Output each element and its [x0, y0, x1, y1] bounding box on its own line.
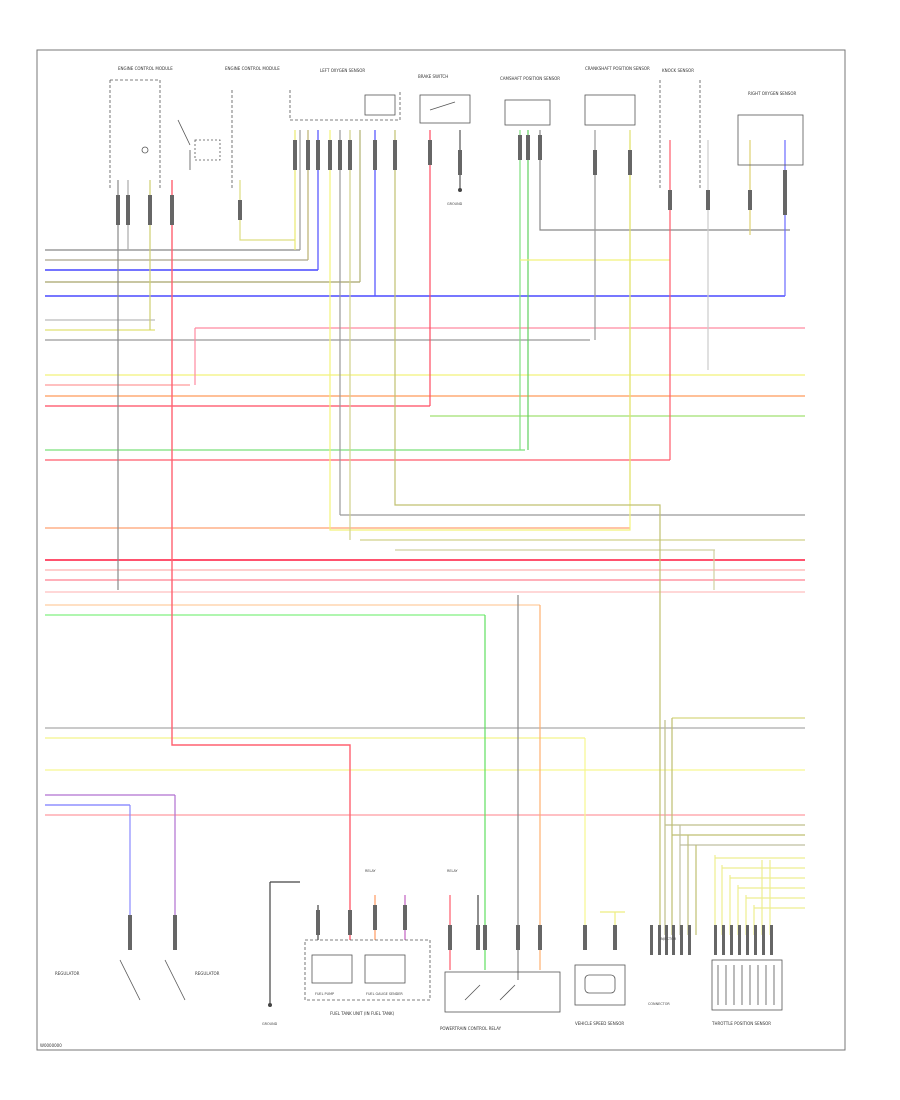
- diagram-frame: [36, 49, 846, 1051]
- label-reg-left: REGULATOR: [55, 971, 80, 976]
- component-cam-sensor: [504, 99, 551, 126]
- label-throttle: THROTTLE POSITION SENSOR: [711, 1021, 771, 1026]
- label-ecm-left: ENGINE CONTROL MODULE: [118, 66, 173, 71]
- component-knock-sensor: [659, 80, 701, 190]
- component-reg-left: [119, 959, 186, 1001]
- label-cam-sensor: CAMSHAFT POSITION SENSOR: [500, 76, 560, 81]
- label-connector: CONNECTOR: [648, 1002, 670, 1006]
- label-knock-sensor: KNOCK SENSOR: [662, 68, 694, 73]
- label-fuel-pump: FUEL PUMP: [315, 992, 334, 996]
- label-fuel-gauge: FUEL GAUGE SENDER: [366, 992, 403, 996]
- label-brake-switch: BRAKE SWITCH: [418, 74, 448, 79]
- label-ecm-right: ENGINE CONTROL MODULE: [225, 66, 280, 71]
- wire-layer: [45, 130, 805, 1005]
- component-speed-sensor: [574, 964, 626, 1006]
- label-right-sensor: RIGHT OXYGEN SENSOR: [748, 91, 796, 96]
- ground-left-icon: [268, 1003, 272, 1007]
- component-throttle: [711, 959, 783, 1011]
- label-relay-top: RELAY: [365, 869, 377, 873]
- label-ground-left: GROUND: [262, 1022, 278, 1026]
- component-crank-sensor: [584, 94, 636, 126]
- ground-top-icon: [458, 188, 462, 192]
- label-fuel-tank-unit: FUEL TANK UNIT (IN FUEL TANK): [330, 1011, 395, 1016]
- label-crank-sensor: CRANKSHAFT POSITION SENSOR: [585, 66, 650, 71]
- footer-code: W0000000: [40, 1043, 62, 1048]
- label-ground-top: GROUND: [447, 202, 463, 206]
- component-ecm-left: [109, 79, 233, 190]
- label-power-relay: POWERTRAIN CONTROL RELAY: [440, 1026, 502, 1031]
- component-right-sensor: [737, 114, 804, 166]
- label-relay-top-2: RELAY: [447, 869, 459, 873]
- label-reg-right: REGULATOR: [195, 971, 220, 976]
- label-left-sensor: LEFT OXYGEN SENSOR: [320, 68, 365, 73]
- component-left-sensor: [289, 90, 401, 121]
- component-power-relay: [444, 971, 561, 1013]
- component-brake-switch: [419, 94, 471, 124]
- label-speed-sensor: VEHICLE SPEED SENSOR: [575, 1021, 624, 1026]
- connector-pins: [116, 135, 787, 955]
- label-injector: INJECTOR: [660, 937, 677, 941]
- component-fuel-tank-unit: [304, 939, 431, 1001]
